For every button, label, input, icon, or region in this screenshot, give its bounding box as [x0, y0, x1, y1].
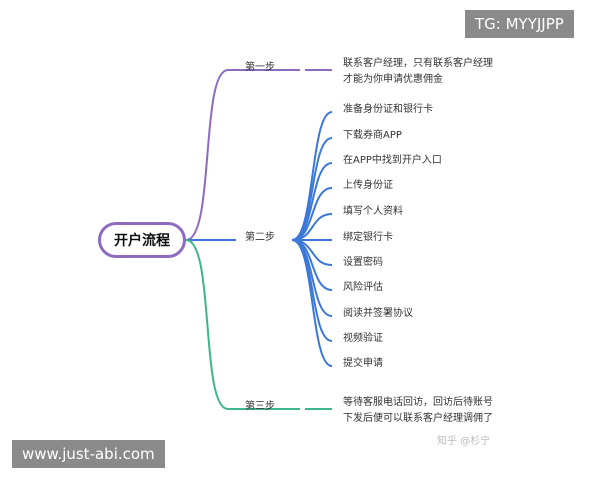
leaf-node[interactable]: 下载券商APP [343, 130, 402, 141]
leaf-node[interactable]: 视频验证 [343, 333, 383, 344]
leaf-node[interactable]: 在APP中找到开户入口 [343, 155, 442, 166]
leaf-node[interactable]: 准备身份证和银行卡 [343, 104, 433, 115]
leaf-line [291, 239, 333, 367]
step-node[interactable]: 第三步 [245, 401, 275, 412]
leaf-line [291, 239, 333, 342]
leaf-node[interactable]: 上传身份证 [343, 180, 393, 191]
leaf-node[interactable]: 风险评估 [343, 282, 383, 293]
branch-line [185, 239, 236, 410]
step-node[interactable]: 第二步 [245, 232, 275, 243]
leaf-node[interactable]: 填写个人资料 [343, 206, 403, 217]
branch-line [185, 69, 236, 241]
leaf-line [291, 111, 333, 241]
step-node[interactable]: 第一步 [245, 62, 275, 73]
zhihu-watermark: 知乎 @杉宁 [437, 436, 491, 447]
leaf-node[interactable]: 绑定银行卡 [343, 232, 393, 243]
leaf-node[interactable]: 阅读并签署协议 [343, 308, 413, 319]
bottom-watermark: www.just-abi.com [12, 440, 165, 468]
top-watermark: TG: MYYJJPP [465, 10, 574, 38]
leaf-node[interactable]: 联系客户经理，只有联系客户经理 才能为你申请优惠佣金 [343, 58, 493, 85]
leaf-node[interactable]: 设置密码 [343, 257, 383, 268]
root-node[interactable]: 开户流程 [98, 222, 186, 258]
leaf-node[interactable]: 等待客服电话回访，回访后待账号 下发后便可以联系客户经理调佣了 [343, 397, 493, 424]
leaf-node[interactable]: 提交申请 [343, 358, 383, 369]
